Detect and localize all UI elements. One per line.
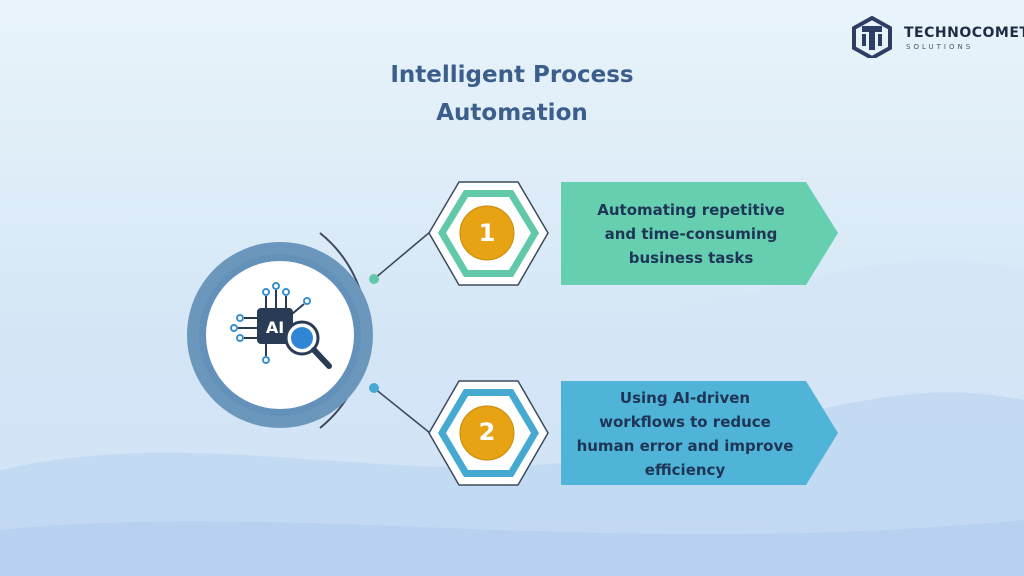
ai-label: AI <box>266 318 284 337</box>
brand-name: TECHNOCOMET <box>904 25 1024 41</box>
step-2-line: efficiency <box>644 461 726 479</box>
connector-2 <box>373 387 431 434</box>
step-1-number: 1 <box>478 219 496 247</box>
brand-tagline: SOLUTIONS <box>906 43 974 51</box>
step-2-number: 2 <box>478 418 496 446</box>
step-1-line: business tasks <box>628 249 754 267</box>
connector-dot-1 <box>369 274 379 284</box>
step-2-badge <box>460 406 514 460</box>
title-line-1: Intelligent Process <box>390 62 634 88</box>
connector-dot-2 <box>369 383 379 393</box>
step-2-line: human error and improve <box>576 437 794 455</box>
page-title: Intelligent Process Automation <box>312 56 712 132</box>
step-2-text: Using AI-driven workflows to reduce huma… <box>560 386 810 482</box>
step-1-card <box>561 182 838 285</box>
step-1-line: Automating repetitive <box>597 201 785 219</box>
step-2-card <box>561 381 838 485</box>
step-1-line: and time-consuming <box>604 225 778 243</box>
step-1-badge-ring <box>459 205 515 261</box>
step-2-badge-ring <box>459 405 515 461</box>
step-2-line: workflows to reduce <box>599 413 771 431</box>
brand-logo: TECHNOCOMET SOLUTIONS <box>848 16 1024 58</box>
technocomet-logo-icon <box>852 16 892 58</box>
step-2-line: Using AI-driven <box>619 389 751 407</box>
connector-1 <box>373 231 431 280</box>
step-1-badge <box>460 206 514 260</box>
title-line-2: Automation <box>436 100 588 126</box>
step-1-text: Automating repetitive and time-consuming… <box>566 198 816 270</box>
ai-chip-magnifier-icon <box>230 282 332 369</box>
